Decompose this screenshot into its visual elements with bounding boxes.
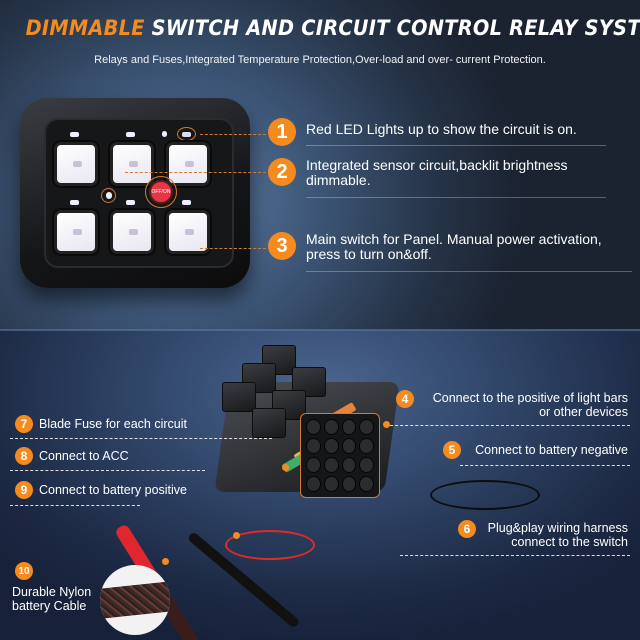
leader-dot-7 [282,464,289,471]
callout-text-10-line1: Durable Nylon [12,585,92,599]
section-divider [0,329,640,331]
leader-dot-8 [233,532,240,539]
switch-key-1 [54,142,98,186]
fuse-socket-grid [300,413,380,498]
switch-panel-face: OFF/ON [44,118,234,268]
callout-text-3-line2: press to turn on&off. [306,246,432,262]
led-indicator [126,200,135,205]
callout-badge-1: 1 [268,118,296,146]
nylon-cable-magnifier [100,565,170,635]
title-accent: DIMMABLE [25,16,145,40]
switch-key-5 [110,210,154,254]
callout-text-4-line2: or other devices [539,405,628,419]
callout-text-5: Connect to battery negative [475,443,628,457]
callout-badge-6: 6 [458,520,476,538]
callout-text-6-line2: connect to the switch [511,535,628,549]
led-indicator [70,132,79,137]
title-rest: SWITCH AND CIRCUIT CONTROL RELAY SYSTEM [144,16,640,40]
callout-text-4-line1: Connect to the positive of light bars [432,391,628,405]
switch-panel-image: OFF/ON [20,98,250,288]
callout-1-highlight [177,127,196,141]
callout-text-3-line1: Main switch for Panel. Manual power acti… [306,231,602,247]
leader-line-6 [400,555,630,556]
leader-line-3 [200,248,266,249]
leader-line-8 [10,470,205,471]
callout-badge-9: 9 [15,481,33,499]
callout-2-highlight [101,188,116,203]
callout-3-highlight [145,176,177,208]
callout-badge-3: 3 [268,232,296,260]
callout-text-6: Plug&play wiring harness connect to the … [488,521,628,549]
leader-line-7 [10,438,272,439]
callout-text-8: Connect to ACC [39,449,129,463]
led-indicator [70,200,79,205]
acc-red-wire [225,530,315,560]
leader-line-2 [125,172,266,173]
leader-line-1 [200,134,266,135]
callout-text-7: Blade Fuse for each circuit [39,417,187,431]
negative-black-wire [430,480,540,510]
callout-text-4: Connect to the positive of light bars or… [433,391,628,419]
callout-text-2: Integrated sensor circuit,backlit bright… [306,158,567,188]
led-indicator [182,200,191,205]
callout-text-1: Red LED Lights up to show the circuit is… [306,121,577,137]
callout-badge-10: 10 [15,562,33,580]
relay [222,382,256,412]
callout-badge-5: 5 [443,441,461,459]
callout-badge-2: 2 [268,158,296,186]
callout-badge-8: 8 [15,447,33,465]
leader-line-4 [385,425,630,426]
leader-line-5 [460,465,630,466]
callout-rule [306,145,606,146]
callout-text-9: Connect to battery positive [39,483,187,497]
callout-rule [306,271,632,272]
callout-text-10-line2: battery Cable [12,599,87,613]
page-subtitle: Relays and Fuses,Integrated Temperature … [94,54,546,66]
callout-badge-7: 7 [15,415,33,433]
switch-key-6 [166,210,210,254]
switch-key-2 [110,142,154,186]
switch-key-3 [166,142,210,186]
callout-text-2-line1: Integrated sensor circuit,backlit bright… [306,157,568,173]
page-title: DIMMABLE SWITCH AND CIRCUIT CONTROL RELA… [25,16,640,40]
callout-text-10: Durable Nylon battery Cable [12,585,91,613]
callout-text-2-line2: dimmable. [306,172,371,188]
leader-dot-4 [383,421,390,428]
leader-line-9 [10,505,140,506]
callout-text-3: Main switch for Panel. Manual power acti… [306,232,602,262]
relay [252,408,286,438]
callout-badge-4: 4 [396,390,414,408]
leader-dot-9 [162,558,169,565]
sensor-dot [162,131,167,137]
callout-text-6-line1: Plug&play wiring harness [487,521,628,535]
callout-rule [306,197,606,198]
switch-key-4 [54,210,98,254]
led-indicator [126,132,135,137]
